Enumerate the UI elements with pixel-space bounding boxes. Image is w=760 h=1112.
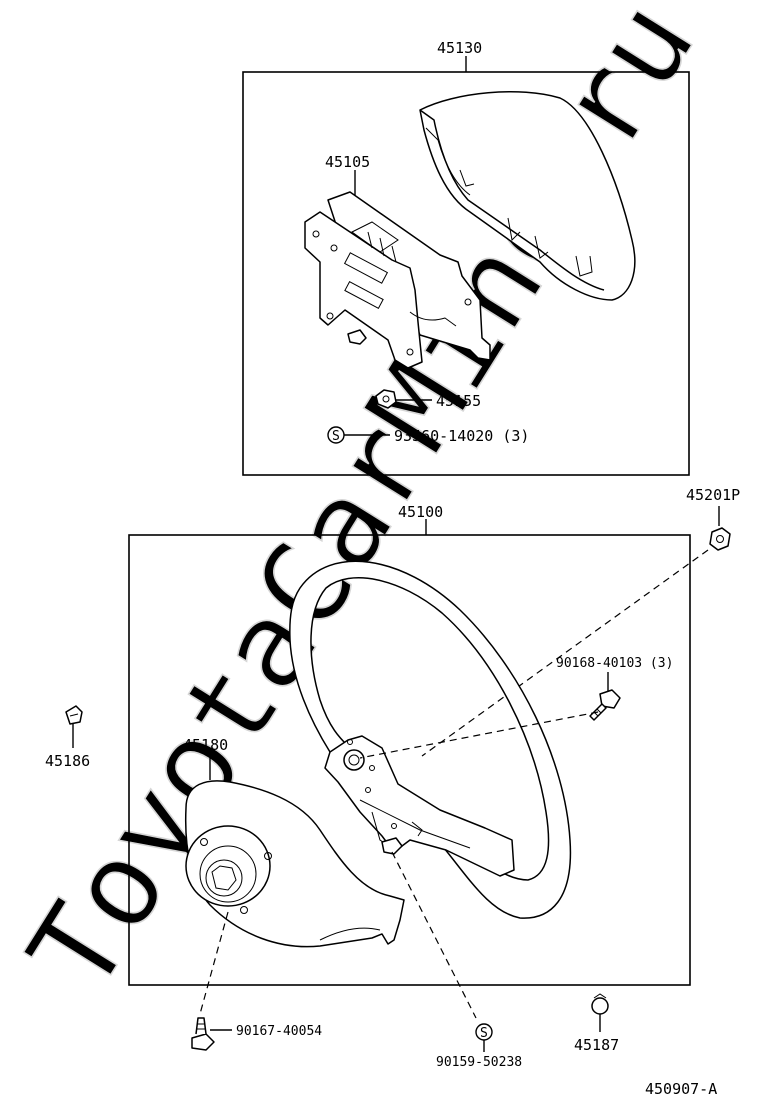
label-45201P[interactable]: 45201P: [686, 486, 740, 504]
horn-pad-cover[interactable]: [419, 91, 636, 301]
figure-code: 450907-A: [645, 1080, 717, 1098]
screw-90167[interactable]: [191, 1017, 215, 1051]
clip-45187[interactable]: [591, 993, 609, 1015]
label-45130[interactable]: 45130: [437, 39, 482, 57]
label-90167-40054[interactable]: 90167-40054: [236, 1024, 322, 1039]
steering-wheel[interactable]: [289, 560, 572, 919]
label-90168-40103[interactable]: 90168-40103 (3): [556, 656, 673, 671]
label-45155[interactable]: 45155: [436, 392, 481, 410]
label-45187[interactable]: 45187: [574, 1036, 619, 1054]
label-90159-50238[interactable]: 90159-50238: [436, 1055, 522, 1070]
s-mark-upper: S: [332, 429, 340, 444]
label-45105[interactable]: 45105: [325, 153, 370, 171]
label-93560-14020[interactable]: 93560-14020 (3): [394, 427, 529, 445]
bolt-90168[interactable]: [589, 689, 621, 721]
label-45100[interactable]: 45100: [398, 503, 443, 521]
nut-45201P[interactable]: [709, 527, 731, 551]
clip-45186[interactable]: [65, 705, 83, 725]
s-mark-lower: S: [480, 1026, 488, 1041]
label-45186[interactable]: 45186: [45, 752, 90, 770]
label-45180[interactable]: 45180: [183, 736, 228, 754]
lower-cover[interactable]: [184, 780, 405, 948]
nut-45155[interactable]: [375, 389, 397, 409]
lower-group-frame: [128, 534, 691, 986]
horn-switch-bracket[interactable]: [304, 191, 491, 369]
